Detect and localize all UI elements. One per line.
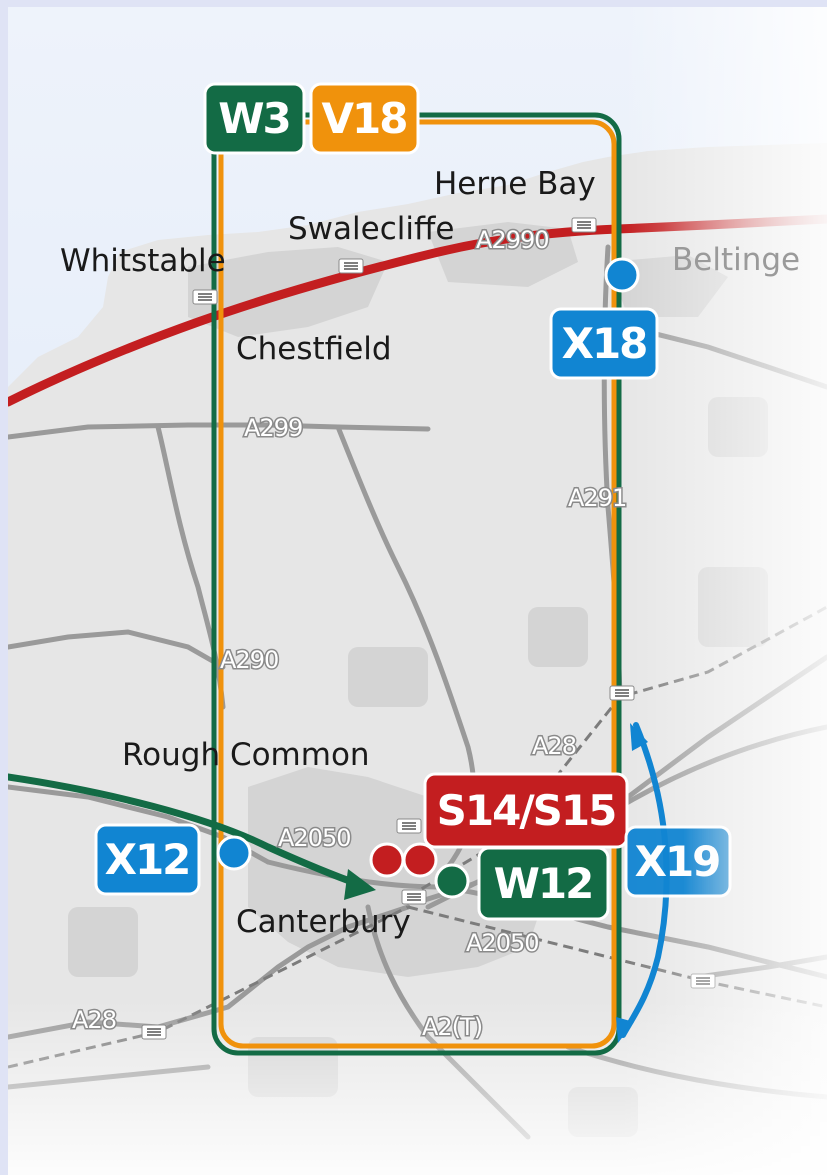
svg-text:W3: W3 — [218, 94, 290, 143]
rail-station-icon — [396, 818, 422, 834]
svg-text:W12: W12 — [494, 859, 593, 908]
rail-station-icon — [192, 289, 218, 305]
edge-fade-bottom — [8, 7, 827, 1175]
bus-stop-icon[interactable] — [434, 863, 470, 899]
place-herne-bay: Herne Bay — [434, 166, 596, 202]
place-whitstable: Whitstable — [60, 243, 226, 279]
road-label-a2990: A2990 — [476, 226, 549, 254]
route-badge-s14-s15[interactable]: S14/S15 — [423, 772, 629, 849]
place-chestfield: Chestfield — [236, 331, 392, 367]
bus-stop-icon[interactable] — [604, 257, 640, 293]
route-badge-w12[interactable]: W12 — [477, 846, 610, 921]
bus-stop-icon[interactable] — [402, 842, 438, 878]
rail-station-icon — [571, 217, 597, 233]
place-rough-common: Rough Common — [122, 737, 370, 773]
route-badge-x12[interactable]: X12 — [94, 823, 201, 896]
rail-station-icon — [690, 973, 716, 989]
place-beltinge: Beltinge — [672, 242, 800, 278]
svg-text:X12: X12 — [105, 835, 190, 884]
route-badge-v18[interactable]: V18 — [309, 82, 420, 155]
svg-text:V18: V18 — [322, 94, 407, 143]
road-label-a2050-west: A2050 — [278, 824, 351, 852]
rail-station-icon — [401, 889, 427, 905]
road-label-a290: A290 — [220, 646, 278, 674]
rail-station-icon — [609, 685, 635, 701]
road-label-a2t: A2(T) — [422, 1013, 482, 1041]
svg-text:S14/S15: S14/S15 — [437, 786, 616, 835]
place-swalecliffe: Swalecliffe — [288, 211, 454, 247]
svg-text:X19: X19 — [635, 837, 720, 886]
road-label-a299: A299 — [244, 414, 302, 442]
road-label-a291: A291 — [568, 484, 626, 512]
route-map: Whitstable Swalecliffe Herne Bay Belting… — [8, 7, 827, 1175]
road-label-a2050-south: A2050 — [466, 929, 539, 957]
road-label-a28-east: A28 — [532, 732, 576, 760]
route-badge-x18[interactable]: X18 — [549, 307, 659, 380]
route-arrow-icon — [616, 1017, 634, 1043]
route-x12-arrow-line — [8, 773, 362, 888]
route-arrow-icon — [344, 869, 376, 900]
rail-station-icon — [141, 1024, 167, 1040]
road-label-a28-west: A28 — [72, 1006, 116, 1034]
rail-station-icon — [338, 258, 364, 274]
place-canterbury: Canterbury — [236, 904, 411, 940]
bus-stop-icon[interactable] — [216, 835, 252, 871]
route-badge-x19[interactable]: X19 — [624, 825, 732, 898]
route-arrow-icon — [630, 723, 648, 751]
route-badge-w3[interactable]: W3 — [203, 82, 306, 155]
svg-text:X18: X18 — [562, 319, 647, 368]
bus-stop-icon[interactable] — [369, 842, 405, 878]
route-x19-line — [620, 722, 670, 1038]
